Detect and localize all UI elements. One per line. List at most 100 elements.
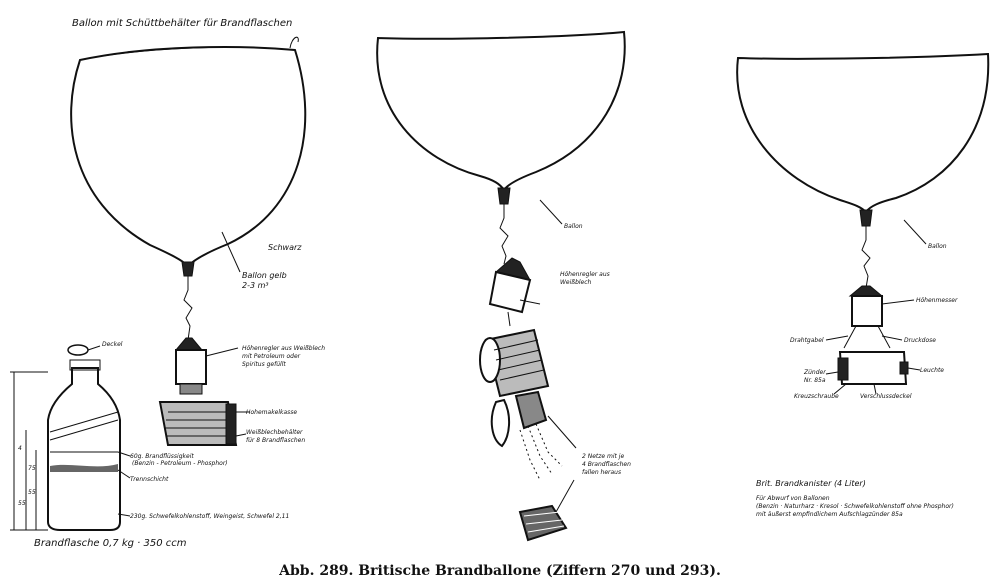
- right-abwurf-3: mit äußerst empfindlichem Aufschlagzünde…: [756, 511, 903, 518]
- middle-net-bottom-mesh: [523, 511, 565, 533]
- bottle-neck: [69, 359, 101, 371]
- bottle-leader-2: [117, 469, 131, 479]
- left-rope: [183, 276, 193, 341]
- bottle-label-trennschicht: Trennschicht: [130, 476, 169, 483]
- right-leader-drahtgabel: [825, 335, 849, 341]
- right-canister: [838, 351, 908, 385]
- right-leader-druckdose: [881, 335, 903, 341]
- left-balloon: [70, 46, 307, 268]
- bottle-leader-1: [117, 451, 131, 457]
- right-label-kreuzschraube: Kreuzschraube: [794, 393, 839, 400]
- bottle-hatch: [49, 411, 119, 441]
- left-balloon-assembly: Ballon mit Schüttbehälter für Brandflasc…: [70, 18, 325, 446]
- right-abwurf: Für Abwurf von Ballonen: [756, 495, 830, 502]
- middle-balloon: [376, 30, 626, 192]
- right-label-drahtgabel: Drahtgabel: [790, 337, 824, 344]
- middle-balloon-neck: [497, 187, 511, 205]
- middle-label-netze-3: fallen heraus: [582, 469, 621, 476]
- left-bomb-container: [158, 401, 238, 446]
- bottle-label-wasser: 230g. Schwefelkohlenstoff, Weingeist, Sc…: [130, 513, 289, 520]
- right-leader-leuchte: [907, 367, 921, 371]
- bottle-label-brandflasche: Brandflasche 0,7 kg · 350 ccm: [34, 538, 187, 549]
- middle-drum-hatch: [493, 339, 545, 381]
- right-brit-title: Brit. Brandkanister (4 Liter): [756, 479, 866, 488]
- middle-net-2: [514, 390, 548, 430]
- left-label-behaelter-2: für 8 Brandflaschen: [246, 437, 305, 444]
- right-label-zuender: Zünder: [803, 369, 826, 376]
- left-title: Ballon mit Schüttbehälter für Brandflasc…: [72, 18, 292, 29]
- left-leader-ballon: [221, 231, 241, 273]
- bottle-dim-2: 75: [28, 465, 36, 472]
- middle-drum-rim: [479, 337, 501, 383]
- right-label-leuchte: Leuchte: [920, 367, 944, 374]
- left-label-regler-3: Spiritus gefüllt: [242, 361, 286, 368]
- right-label-ballon: Ballon: [928, 243, 947, 250]
- bottle-dim-1: 4: [18, 445, 22, 452]
- middle-link: [507, 311, 511, 327]
- right-balloon-neck: [859, 209, 873, 227]
- left-balloon-top-seam: [79, 46, 296, 61]
- right-regulator: [851, 295, 883, 327]
- left-label-kasse: Hohemakelkasse: [246, 409, 297, 416]
- left-regulator-cap: [174, 337, 204, 351]
- left-balloon-neck: [181, 261, 195, 277]
- right-label-verschluss: Verschlussdeckel: [860, 393, 912, 400]
- right-label-hoehenmesser: Höhenmesser: [916, 297, 958, 304]
- right-rope: [861, 226, 871, 289]
- right-leader-verschluss: [873, 383, 877, 395]
- left-hook: [289, 36, 299, 49]
- figure-caption: Abb. 289. Britische Brandballone (Ziffer…: [278, 563, 721, 579]
- right-leader-kreuzschraube: [833, 383, 847, 395]
- right-balloon: [736, 52, 990, 214]
- left-label-ballon-size: 2-3 m³: [242, 281, 269, 290]
- middle-net-1: [490, 398, 510, 448]
- left-regulator-base: [179, 383, 203, 395]
- middle-rope: [499, 204, 509, 265]
- bottle-dim-3: 55: [28, 489, 36, 496]
- right-regulator-cap: [848, 285, 884, 297]
- middle-label-regler: Höhenregler aus: [560, 271, 610, 278]
- left-label-regler-2: mit Petroleum oder: [242, 353, 301, 360]
- middle-label-netze: 2 Netze mit je: [582, 453, 624, 460]
- left-leader-behaelter: [235, 433, 247, 437]
- left-label-behaelter: Weißblechbehälter: [246, 429, 303, 436]
- left-label-regler: Höhenregler aus Weißblech: [242, 345, 325, 352]
- bottle-label-phosphor: 60g. Brandflüssigkeit: [130, 453, 194, 460]
- left-label-ballon-gelb: Ballon gelb: [242, 271, 287, 280]
- bottle-dim-4: 55: [18, 500, 26, 507]
- bottle-liquid-top: [50, 464, 118, 472]
- right-leader-hoehenmesser: [881, 299, 915, 305]
- bottle-dimension-lines: [10, 371, 48, 531]
- middle-leader-ballon: [539, 199, 563, 225]
- middle-label-ballon: Ballon: [564, 223, 583, 230]
- middle-leader-regler: [519, 299, 541, 305]
- right-label-druckdose: Druckdose: [904, 337, 936, 344]
- right-canister-cap: [837, 357, 849, 381]
- bottle-cap: [67, 344, 89, 356]
- middle-leader-netze: [547, 415, 577, 449]
- middle-balloon-assembly: Ballon Höhenregler aus Weißblech 2 Netze…: [376, 30, 631, 542]
- right-leader-ballon: [903, 219, 927, 245]
- left-leader-regler: [205, 347, 239, 357]
- left-regulator: [175, 349, 207, 385]
- middle-label-netze-2: 4 Brandflaschen: [582, 461, 631, 468]
- middle-fall-trail: [519, 423, 563, 481]
- right-balloon-assembly: Ballon Höhenmesser Drahtgabel Druckdose …: [736, 52, 990, 518]
- bottle-label-phosphor-2: (Benzin - Petroleum - Phosphor): [132, 460, 228, 467]
- right-fork: [843, 325, 891, 349]
- right-label-zuender-nr: Nr. 85a: [804, 377, 826, 384]
- bottle-outline: [47, 367, 121, 531]
- right-canister-fuse: [899, 361, 909, 375]
- right-leader-zuender: [825, 371, 839, 375]
- middle-leader-net-bottom: [555, 479, 575, 513]
- bottle-leader-3: [117, 513, 131, 517]
- brandflasche-diagram: Deckel 4 75 55 55 60g. Brandflüssigkeit …: [10, 341, 289, 549]
- bottle-label-deckel: Deckel: [102, 341, 123, 348]
- middle-regulator: [488, 270, 532, 314]
- right-abwurf-2: (Benzin · Naturharz · Kresol · Schwefelk…: [756, 503, 954, 510]
- middle-net-bottom: [518, 504, 568, 542]
- bottle-cap-leader: [87, 345, 101, 351]
- signature: Schwarz: [268, 243, 302, 252]
